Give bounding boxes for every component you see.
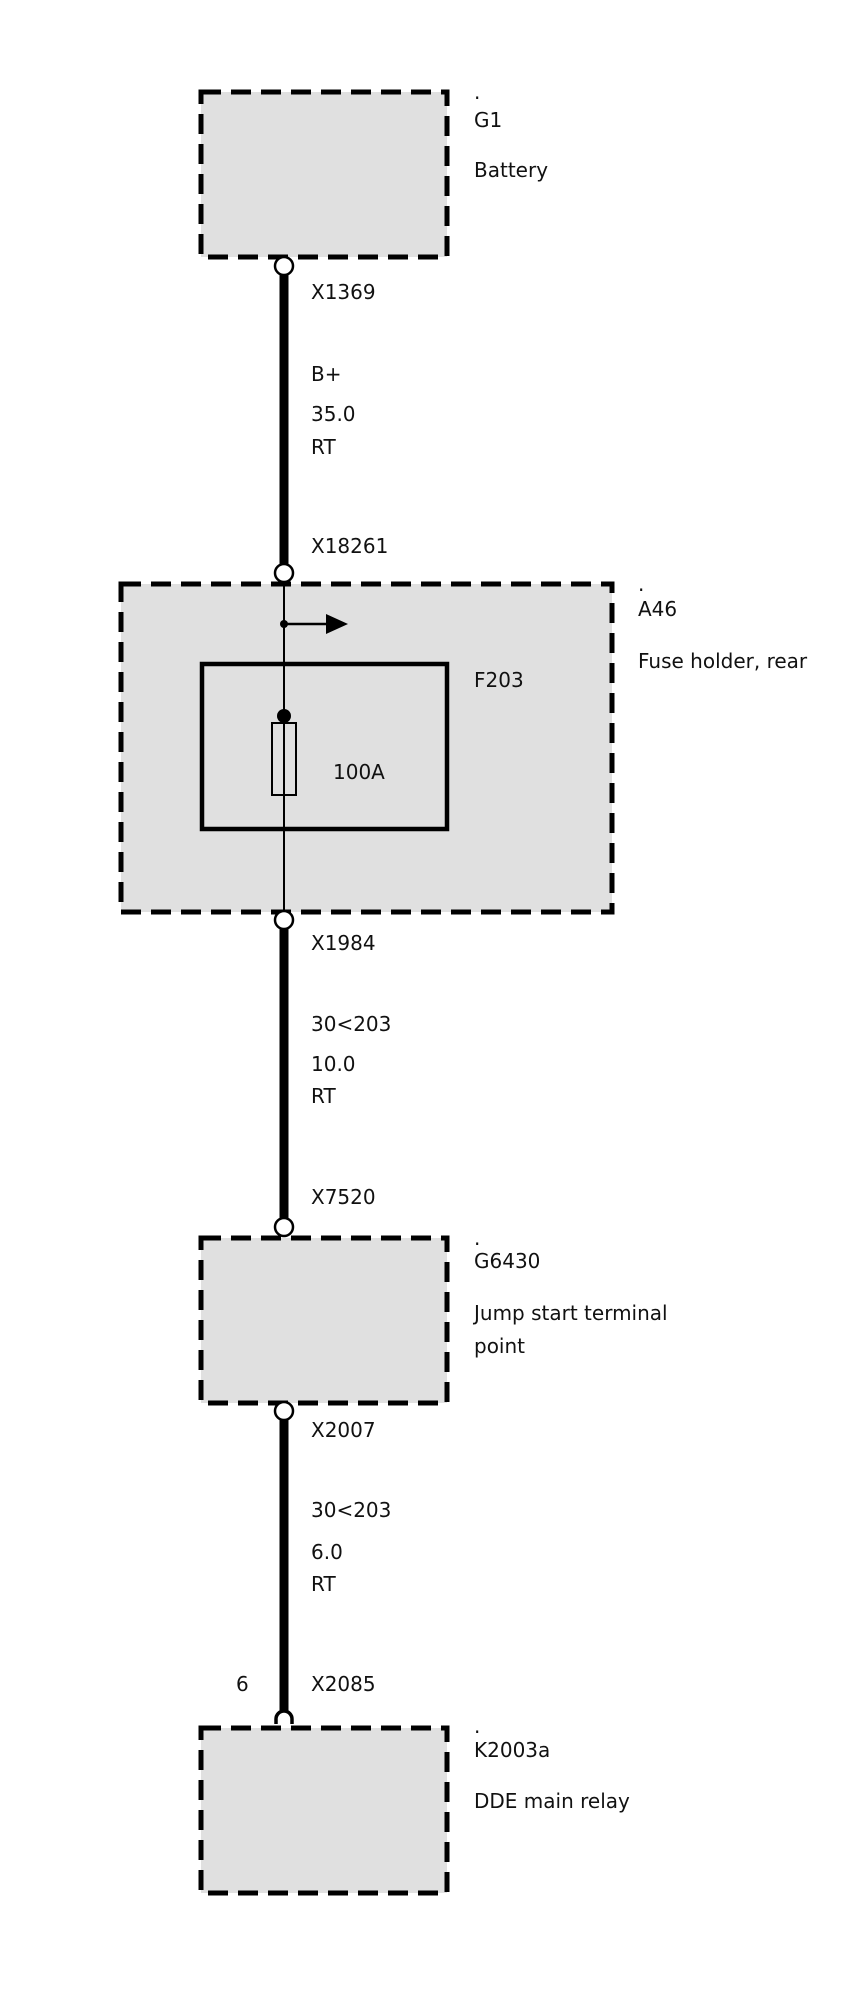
g6430-name-line1: Jump start terminal [474,1301,668,1325]
g6430-name-line2: point [474,1334,526,1358]
wire-1-color: RT [311,435,336,459]
connector-x1984-icon [273,909,295,931]
connector-x1984-label: X1984 [311,931,376,955]
g1-name: Battery [474,158,549,182]
wire-2-color: RT [311,1084,336,1108]
connector-x2007-icon [273,1400,295,1422]
component-g6430-box [198,1235,450,1406]
connector-x18261-icon [273,562,295,584]
connector-x18261-label: X18261 [311,534,389,558]
g1-dot: . [474,80,481,104]
wire-2-signal: 30<203 [311,1012,392,1036]
wire-3-cross-section: 6.0 [311,1540,343,1564]
fuse-id: F203 [474,668,524,692]
fuse-rating: 100A [333,760,385,784]
g1-id: G1 [474,108,503,132]
component-g1-box [198,89,450,260]
a46-id: A46 [638,597,678,621]
branch-arrow-icon [326,614,348,634]
k2003a-name: DDE main relay [474,1789,630,1813]
connector-x1369-label: X1369 [311,280,376,304]
g6430-id: G6430 [474,1249,541,1273]
connector-x1369-icon [273,255,295,277]
fuse-junction-dot [277,709,291,723]
a46-name: Fuse holder, rear [638,649,808,673]
wire-1-cross-section: 35.0 [311,402,356,426]
connector-x7520-label: X7520 [311,1185,376,1209]
connector-x7520-icon [273,1216,295,1238]
connector-x2007-label: X2007 [311,1418,376,1442]
component-k2003a-box [198,1725,450,1896]
wire-2-cross-section: 10.0 [311,1052,356,1076]
k2003a-dot: . [474,1714,481,1738]
connector-x2085-label: X2085 [311,1672,376,1696]
component-a46-box [118,581,615,915]
connector-x2085-pin: 6 [236,1672,249,1696]
a46-dot: . [638,572,645,596]
g6430-dot: . [474,1226,481,1250]
connector-x2085-plug-icon [274,1709,294,1724]
wire-3-color: RT [311,1572,336,1596]
k2003a-id: K2003a [474,1738,551,1762]
fuse-module-box [199,661,450,832]
wire-1-signal: B+ [311,362,342,386]
wire-3-signal: 30<203 [311,1498,392,1522]
